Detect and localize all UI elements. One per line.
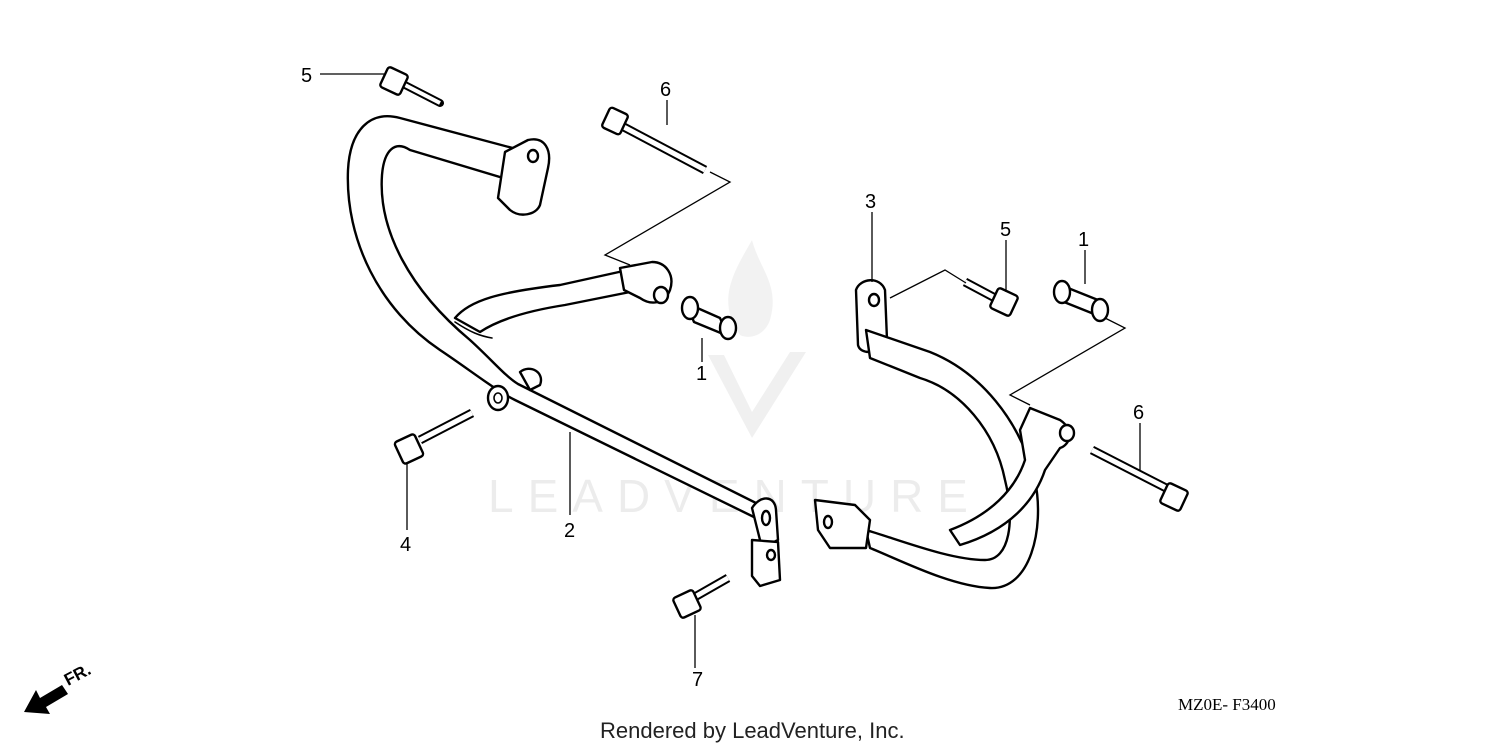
callout-5-left: 5 [301, 65, 312, 87]
left-engine-guard [346, 115, 782, 588]
callout-6-top: 6 [660, 79, 671, 101]
callout-1-right: 1 [1078, 229, 1089, 251]
front-direction-arrow-icon: FR. [24, 660, 94, 714]
collar-1-right [1052, 279, 1110, 323]
assembly-line-right-lower [1008, 317, 1127, 406]
collar-1-left [680, 295, 738, 341]
flange-bolt-5-right [962, 278, 1019, 317]
flange-bolt-7 [672, 574, 731, 619]
callout-6-right: 6 [1133, 402, 1144, 424]
leadventure-watermark: LEADVENTURE [488, 240, 968, 522]
credit-text: Rendered by LeadVenture, Inc. [600, 718, 905, 743]
flange-bolt-5-left [379, 66, 444, 107]
front-direction-label: FR. [61, 660, 94, 690]
callout-2: 2 [564, 520, 575, 542]
right-engine-guard [813, 279, 1076, 590]
assembly-line-right-upper [889, 269, 967, 299]
diagram-code: MZ0E- F3400 [1178, 695, 1276, 714]
callout-1-left: 1 [696, 363, 707, 385]
long-bolt-6-right [1089, 445, 1189, 512]
flange-bolt-4 [393, 409, 475, 465]
callout-7: 7 [692, 669, 703, 691]
assembly-line-left [603, 171, 732, 266]
callout-3: 3 [865, 191, 876, 213]
callout-4: 4 [400, 534, 411, 556]
long-bolt-6-left [601, 106, 708, 174]
callout-5-right: 5 [1000, 219, 1011, 241]
